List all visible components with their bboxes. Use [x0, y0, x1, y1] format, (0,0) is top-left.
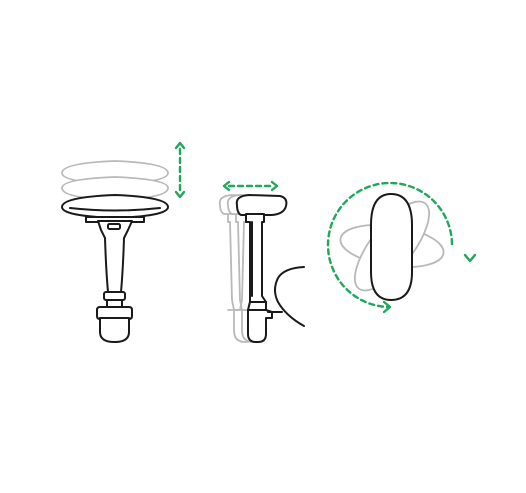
armrest-post [85, 216, 145, 343]
post-base [99, 317, 130, 343]
double-horizontal-arrow-icon [222, 180, 279, 192]
pivot-rotation-panel [326, 181, 477, 314]
armrest-pad [61, 194, 169, 219]
post-collar [103, 291, 126, 301]
height-adjustment-panel [61, 141, 186, 343]
circular-arrow-icon [326, 181, 477, 314]
seat-edge [267, 266, 305, 327]
armrest-pad-top-view [370, 193, 413, 301]
double-vertical-arrow-icon [174, 141, 186, 199]
depth-adjustment-panel [218, 180, 305, 343]
post-base-flange [96, 306, 133, 320]
post-slot [107, 223, 121, 230]
armrest-side-view [235, 194, 288, 343]
